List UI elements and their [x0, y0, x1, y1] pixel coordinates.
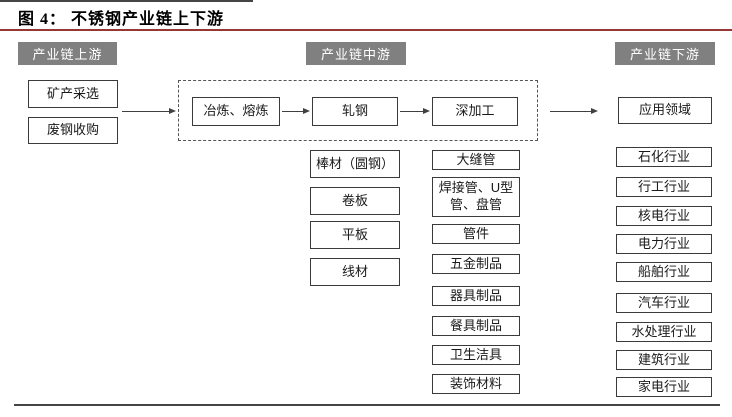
arrow-upstream-to-midstream: [122, 108, 176, 114]
box-flat-plate: 平板: [310, 221, 400, 249]
industry-box-construction: 建筑行业: [616, 350, 712, 370]
downstream-header-badge: 产业链下游: [615, 42, 715, 65]
bottom-rule: [14, 404, 720, 406]
box-large-seam-pipe: 大缝管: [432, 150, 520, 170]
arrow-smelting-to-rolling: [282, 108, 310, 114]
industry-box-automotive: 汽车行业: [616, 293, 712, 313]
box-pipe-fittings: 管件: [432, 224, 520, 244]
industry-box-shipbuilding: 船舶行业: [616, 262, 712, 282]
box-mineral-mining: 矿产采选: [28, 80, 118, 108]
box-scrap-steel-purchase: 废钢收购: [28, 117, 118, 144]
figure-title: 图 4： 不锈钢产业链上下游: [18, 11, 225, 28]
title-underline-rule: [0, 29, 732, 31]
box-bar-steel: 棒材（圆钢）: [310, 150, 400, 178]
box-utensil-products: 器具制品: [432, 286, 520, 306]
box-hardware-products: 五金制品: [432, 254, 520, 274]
box-deep-processing: 深加工: [432, 97, 518, 126]
box-coil-plate: 卷板: [310, 187, 400, 215]
box-application-field: 应用领域: [618, 97, 712, 124]
box-sanitary-ware: 卫生洁具: [432, 345, 520, 365]
midstream-dashed-group: [178, 80, 538, 141]
upstream-header-badge: 产业链上游: [18, 42, 117, 65]
box-tableware-products: 餐具制品: [432, 316, 520, 336]
midstream-header-badge: 产业链中游: [306, 42, 406, 65]
industry-box-petrochemical: 石化行业: [616, 147, 712, 167]
industry-box-hanggong: 行工行业: [616, 177, 712, 197]
industry-box-nuclear-power: 核电行业: [616, 206, 712, 226]
box-welded-u-coil-pipe: 焊接管、U型管、盘管: [432, 177, 520, 217]
top-partial-rule: [0, 0, 253, 2]
box-wire-rod: 线材: [310, 258, 400, 286]
box-decorative-materials: 装饰材料: [432, 374, 520, 394]
box-steel-rolling: 轧钢: [312, 97, 398, 126]
industry-box-home-appliance: 家电行业: [616, 377, 712, 397]
industry-box-water-treatment: 水处理行业: [616, 322, 712, 342]
industry-box-electric-power: 电力行业: [616, 234, 712, 254]
arrow-rolling-to-processing: [400, 108, 430, 114]
arrow-midstream-to-downstream: [550, 108, 598, 114]
box-smelting: 冶炼、熔炼: [192, 97, 280, 126]
